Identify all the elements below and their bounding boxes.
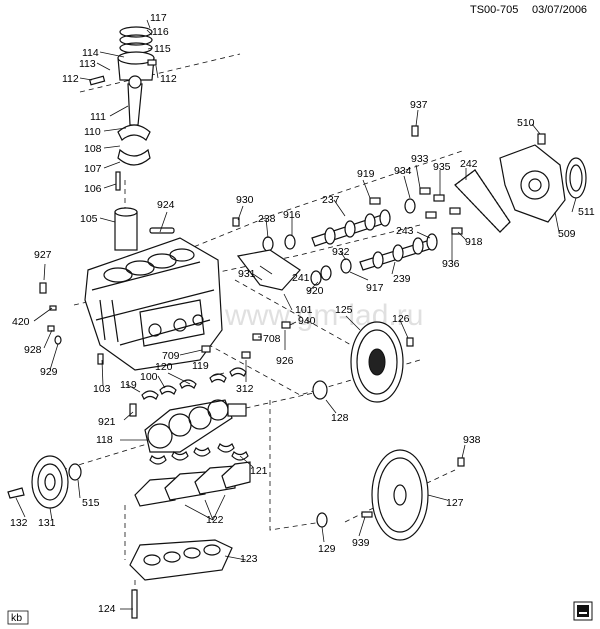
callout-label: 935 — [433, 161, 451, 173]
callout-label: 108 — [84, 143, 102, 155]
callout-label: 238 — [258, 213, 276, 225]
callout-label: 106 — [84, 183, 102, 195]
callout-label: 926 — [276, 355, 294, 367]
bearing-caps — [134, 461, 251, 507]
corner-tag: kb — [7, 610, 29, 625]
callout-label: 939 — [352, 537, 370, 549]
callout-label: 241 — [292, 272, 310, 284]
callout-label: 111 — [90, 111, 106, 123]
engine-block — [84, 227, 223, 371]
callout-label: 128 — [331, 412, 349, 424]
callout-label: 934 — [394, 165, 412, 177]
callout-label: 125 — [335, 304, 353, 316]
callout-label: 105 — [80, 213, 98, 225]
callout-label: 938 — [463, 434, 481, 446]
callout-label: 924 — [157, 199, 175, 211]
callout-label: 116 — [152, 26, 169, 38]
callout-label: 940 — [298, 315, 316, 327]
gm-emblem-icon — [573, 601, 593, 621]
callout-label: 122 — [206, 514, 224, 526]
callout-label: 237 — [322, 194, 340, 206]
callout-label: 920 — [306, 285, 324, 297]
callout-label: 115 — [154, 43, 171, 55]
engine-front-cover — [499, 144, 587, 223]
callout-label: 112 — [160, 73, 177, 85]
leader-lines — [15, 19, 577, 610]
callout-label: 129 — [318, 543, 336, 555]
callout-label: 242 — [460, 158, 478, 170]
callout-label: 509 — [558, 228, 576, 240]
callout-label: 112 — [62, 73, 79, 85]
callout-label: 239 — [393, 273, 411, 285]
callout-label: 103 — [93, 383, 111, 395]
callout-label: 101 — [295, 304, 313, 316]
callout-label: 928 — [24, 344, 42, 356]
main-bearings-upper — [129, 367, 247, 417]
piston-assembly — [88, 26, 157, 251]
callout-label: 312 — [236, 383, 254, 395]
main-bearings-lower — [149, 443, 249, 465]
camshaft-lower — [359, 233, 438, 271]
camshaft-upper — [311, 209, 391, 247]
callout-label: 930 — [236, 194, 254, 206]
callout-label: 131 — [38, 517, 56, 529]
callout-label: 511 — [578, 206, 595, 218]
flywheel — [316, 449, 429, 541]
callout-label: 121 — [250, 465, 268, 477]
callout-label: 917 — [366, 282, 384, 294]
callout-label: 921 — [98, 416, 116, 428]
callout-label: 120 — [155, 361, 173, 373]
callout-label: 510 — [517, 117, 535, 129]
callout-label: 929 — [40, 366, 58, 378]
crankshaft — [144, 399, 247, 453]
callout-label: 100 — [140, 371, 158, 383]
callout-label: 113 — [79, 58, 96, 70]
callout-label: 114 — [82, 47, 99, 59]
callout-label: 124 — [98, 603, 116, 615]
callout-label: 933 — [411, 153, 429, 165]
callout-label: 123 — [240, 553, 258, 565]
bearing-cap-bolt-plate — [129, 539, 233, 619]
callout-label: 127 — [446, 497, 464, 509]
callout-label: 117 — [150, 12, 167, 24]
small-hardware — [39, 125, 546, 518]
callout-label: 126 — [392, 313, 410, 325]
flexplate — [312, 321, 404, 403]
callout-label: 919 — [357, 168, 375, 180]
callout-label: 119 — [120, 379, 137, 391]
crankshaft-balancer — [7, 455, 82, 509]
callout-label: 515 — [82, 497, 100, 509]
callout-label: 931 — [238, 268, 256, 280]
callout-label: 708 — [263, 333, 281, 345]
drawing-date: 03/07/2006 — [532, 4, 587, 16]
drawing-id: TS00-705 — [470, 4, 518, 16]
callout-label: 420 — [12, 316, 30, 328]
callout-label: 918 — [465, 236, 483, 248]
callout-label: 932 — [332, 246, 350, 258]
callout-label: 937 — [410, 99, 428, 111]
callout-label: 119 — [192, 360, 209, 372]
callout-label: 110 — [84, 126, 101, 138]
corner-tag-text: kb — [11, 612, 22, 624]
callout-label: 916 — [283, 209, 301, 221]
callout-label: 936 — [442, 258, 460, 270]
callout-labels: 117 116 115 114 113 112 112 111 110 108 … — [10, 12, 595, 615]
callout-label: 132 — [10, 517, 28, 529]
callout-label: 709 — [162, 350, 180, 362]
timing-chain — [454, 169, 511, 233]
callout-label: 927 — [34, 249, 52, 261]
callout-label: 118 — [96, 434, 113, 446]
watermark-text: www.gm-lad.ru — [224, 299, 423, 332]
callout-label: 107 — [84, 163, 102, 175]
callout-label: 243 — [396, 225, 414, 237]
